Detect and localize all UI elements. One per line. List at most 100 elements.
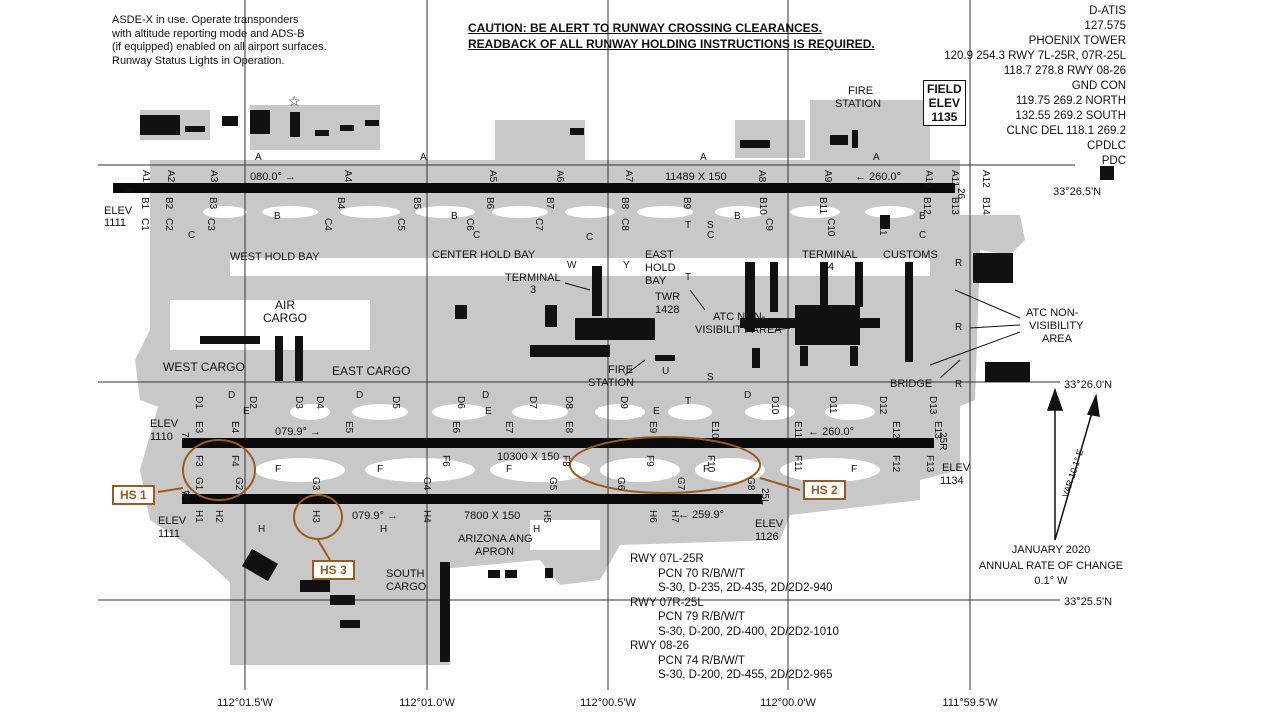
taxiway-label: A4 bbox=[342, 170, 353, 183]
taxiway-label: G8 bbox=[745, 477, 756, 491]
taxiway-letter: C bbox=[586, 232, 593, 243]
freq-line: 120.9 254.3 RWY 7L-25R, 07R-25L bbox=[944, 50, 1126, 62]
elevation-value: 1134 bbox=[940, 475, 964, 487]
freq-line: 118.7 278.8 RWY 08-26 bbox=[1003, 65, 1126, 77]
magvar-line: JANUARY 2020 bbox=[1012, 544, 1090, 556]
taxiway-label: B10 bbox=[757, 197, 768, 215]
area-label: STATION bbox=[588, 377, 634, 389]
runway-dimensions: 11489 X 150 bbox=[665, 171, 727, 183]
runway-heading: 080.0° → bbox=[250, 171, 296, 183]
taxiway-label: C7 bbox=[533, 218, 544, 231]
taxiway-letter: F bbox=[703, 464, 709, 475]
leader-lines bbox=[564, 282, 1021, 379]
taxiway-letter: C bbox=[188, 230, 195, 241]
field-elev-line2: ELEV bbox=[928, 96, 960, 110]
taxiway-letter: F bbox=[377, 464, 383, 475]
runway-end: 7R bbox=[179, 490, 190, 503]
taxiway-label: D11 bbox=[827, 396, 838, 414]
freq-line: PHOENIX TOWER bbox=[1028, 35, 1126, 47]
freq-line: PDC bbox=[1101, 155, 1126, 167]
asde-note: ASDE-X in use. Operate transponders with… bbox=[112, 14, 327, 68]
area-label: AREA bbox=[1042, 333, 1073, 345]
field-elevation-box: FIELD ELEV 1135 bbox=[923, 80, 966, 126]
taxiway-label: C1 bbox=[139, 218, 150, 231]
rwy-strength: S-30, D-200, 2D-455, 2D/2D2-965 bbox=[658, 669, 833, 681]
taxiway-label: B14 bbox=[980, 197, 991, 215]
frequency-block: D-ATIS 127.575 PHOENIX TOWER 120.9 254.3… bbox=[944, 4, 1126, 169]
runway-end: 26 bbox=[955, 188, 966, 200]
area-label: FIRE bbox=[608, 364, 633, 376]
taxiway-label: B11 bbox=[817, 197, 828, 214]
runway-7l-25r bbox=[182, 438, 934, 448]
taxiway-letter: D bbox=[228, 390, 235, 401]
taxiway-label: H6 bbox=[647, 510, 658, 523]
taxiway-letter: A bbox=[255, 152, 262, 163]
runway-end: 25R bbox=[937, 432, 948, 450]
taxiway-letter: E bbox=[485, 406, 492, 417]
taxiway-label: G5 bbox=[547, 477, 558, 491]
taxiway-letter: W bbox=[567, 260, 577, 271]
runway-08-26 bbox=[113, 183, 955, 193]
magvar-line: ANNUAL RATE OF CHANGE bbox=[979, 560, 1123, 572]
taxiway-letter: Y bbox=[623, 260, 630, 271]
taxiway-label: B1 bbox=[139, 197, 150, 210]
runway-end: 7L bbox=[179, 432, 190, 444]
taxiway-label: E11 bbox=[792, 421, 803, 438]
hotspot-hs2[interactable]: HS 2 bbox=[803, 480, 846, 500]
taxiway-letter: T bbox=[685, 396, 691, 407]
taxiway-label: D8 bbox=[563, 396, 574, 409]
freq-line: 132.55 269.2 SOUTH bbox=[1015, 110, 1126, 122]
taxiway-label: F9 bbox=[644, 455, 655, 467]
asde-line: (if equipped) enabled on all airport sur… bbox=[112, 41, 327, 53]
taxiway-letter: F bbox=[275, 464, 281, 475]
area-label: ATC NON- bbox=[713, 311, 766, 323]
latitude-label: 33°26.5'N bbox=[1053, 186, 1101, 198]
taxiway-label: B9 bbox=[681, 197, 692, 210]
area-label: BRIDGE bbox=[890, 378, 932, 390]
taxiway-label: D12 bbox=[877, 396, 888, 415]
area-label: EAST CARGO bbox=[332, 364, 410, 378]
taxiway-letter: A bbox=[873, 152, 880, 163]
taxiway-label: G2 bbox=[233, 477, 244, 491]
taxiway-label: B4 bbox=[335, 197, 346, 210]
area-label: ATC NON- bbox=[1026, 307, 1079, 319]
area-label: TWR bbox=[655, 291, 680, 303]
runway-end: 25L bbox=[759, 488, 770, 505]
taxiway-label: E10 bbox=[709, 421, 720, 439]
hotspot-hs1[interactable]: HS 1 bbox=[112, 485, 155, 505]
runway-heading: ← 259.9° bbox=[678, 509, 724, 521]
freq-line: CLNC DEL 118.1 269.2 bbox=[1006, 125, 1126, 137]
taxiway-label: A11 bbox=[949, 170, 960, 187]
taxiway-letter: B bbox=[734, 211, 741, 222]
hotspot-hs3[interactable]: HS 3 bbox=[312, 560, 355, 580]
taxiway-letter: T bbox=[685, 220, 691, 231]
taxiway-label: B2 bbox=[163, 197, 174, 210]
taxiway-label: A1 bbox=[140, 170, 151, 183]
taxiway-letter: T bbox=[685, 272, 691, 283]
taxiway-label: G3 bbox=[310, 477, 321, 491]
rwy-strength: S-30, D-200, 2D-400, 2D/2D2-1010 bbox=[658, 625, 839, 638]
elevation-value: 1111 bbox=[104, 217, 126, 229]
longitude-label: 111°59.5'W bbox=[942, 697, 998, 709]
area-label: 4 bbox=[828, 261, 834, 273]
taxiway-label: A12 bbox=[980, 170, 991, 188]
area-label: VISIBILITY AREA bbox=[695, 324, 782, 336]
taxiway-label: A2 bbox=[165, 170, 176, 183]
taxiway-letter: H bbox=[380, 524, 387, 535]
taxiway-letter: B bbox=[274, 211, 281, 222]
taxiway-label: C2 bbox=[163, 218, 174, 231]
taxiway-label: D3 bbox=[293, 396, 304, 409]
taxiway-label: B6 bbox=[484, 197, 495, 210]
taxiway-letter: A bbox=[700, 152, 707, 163]
taxiway-label: C8 bbox=[619, 218, 630, 231]
taxiway-letter: R bbox=[955, 258, 962, 269]
taxiway-letter: S bbox=[707, 372, 714, 383]
taxiway-label: B3 bbox=[207, 197, 218, 210]
runway-dimensions: 7800 X 150 bbox=[464, 510, 520, 522]
caution-line: CAUTION: BE ALERT TO RUNWAY CROSSING CLE… bbox=[468, 21, 823, 35]
taxiway-label: A6 bbox=[554, 170, 565, 183]
taxiway-label: A10 bbox=[923, 170, 934, 188]
elevation-value: 1126 bbox=[755, 531, 779, 543]
field-elev-line1: FIELD bbox=[927, 82, 962, 96]
taxiway-label: H7 bbox=[669, 510, 680, 523]
